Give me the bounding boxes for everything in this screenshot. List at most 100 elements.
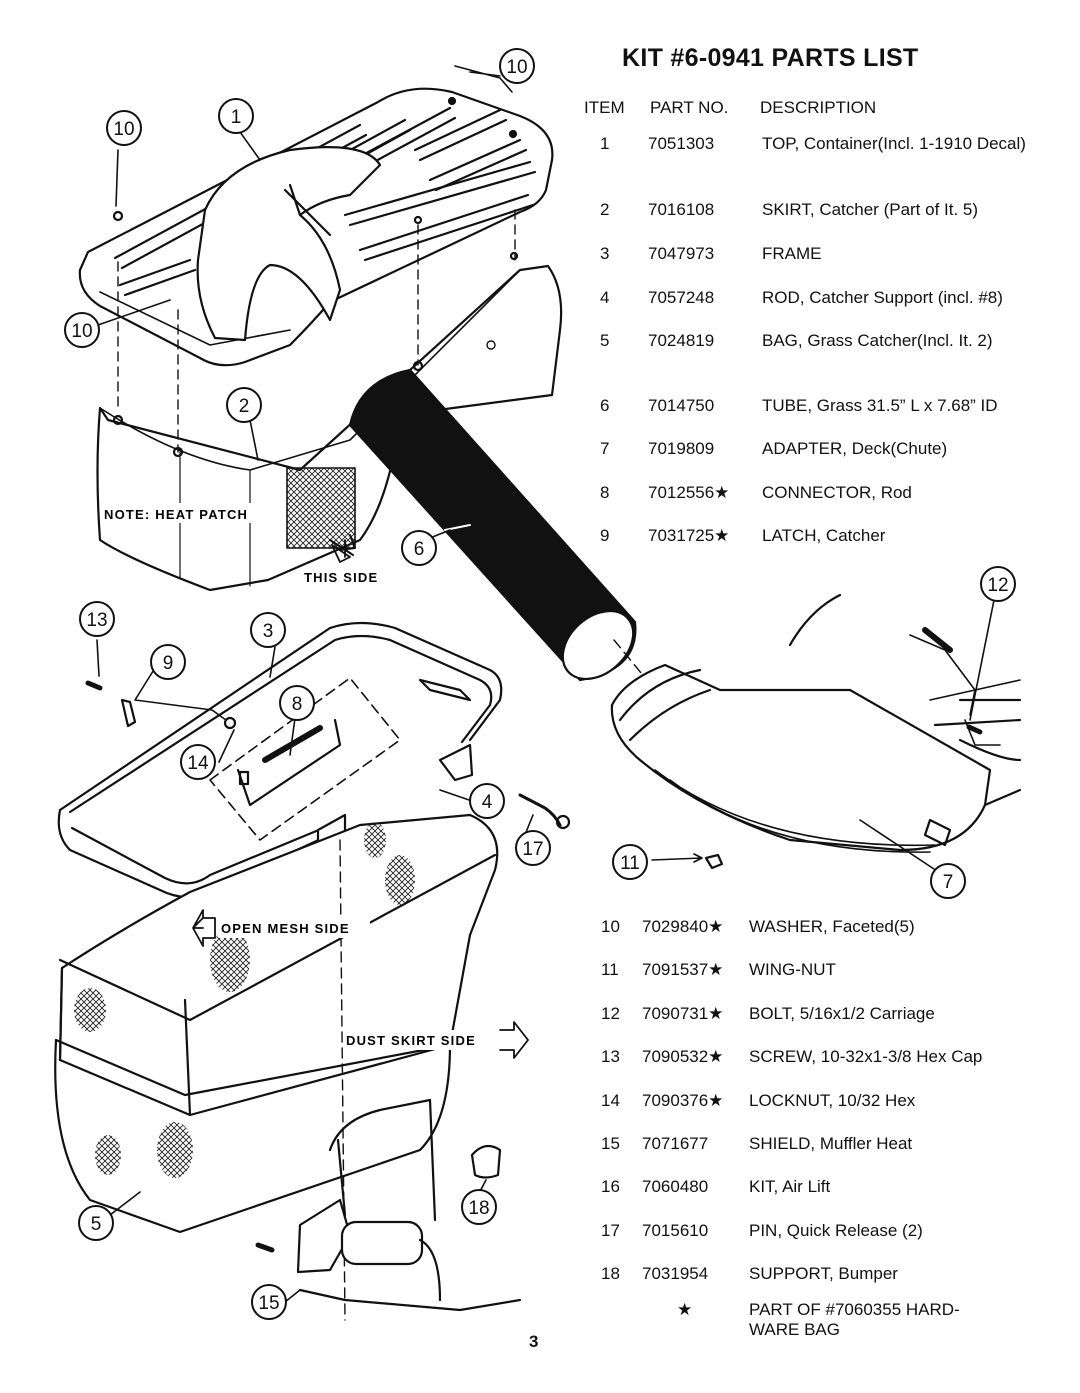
- column-header-description: DESCRIPTION: [760, 98, 877, 117]
- callout-number: 13: [86, 610, 107, 631]
- callout-number: 6: [414, 539, 425, 560]
- part-number: 7071677: [642, 1134, 709, 1153]
- callout-number: 17: [522, 839, 543, 860]
- callout-number: 2: [239, 396, 250, 417]
- callout-18: 18: [461, 1189, 497, 1225]
- item-number: 11: [601, 960, 619, 979]
- part-description: CONNECTOR, Rod: [762, 483, 912, 502]
- part-description: TUBE, Grass 31.5” L x 7.68” ID: [762, 396, 998, 415]
- callout-number: 10: [506, 57, 527, 78]
- callout-number: 4: [482, 792, 493, 813]
- callout-number: 5: [91, 1214, 102, 1235]
- part-number: 7031725★: [648, 526, 730, 545]
- part-number: 7015610: [642, 1221, 709, 1240]
- part-number: 7016108: [648, 200, 715, 219]
- callout-7: 7: [930, 863, 966, 899]
- item-number: 3: [600, 244, 610, 263]
- part-number: 7014750: [648, 396, 715, 415]
- item-number: 18: [601, 1264, 620, 1283]
- part-number: 7091537★: [642, 960, 724, 979]
- part-number: 7012556★: [648, 483, 730, 502]
- item-number: 15: [601, 1134, 620, 1153]
- callout-10: 10: [64, 312, 100, 348]
- part-description: ROD, Catcher Support (incl. #8): [762, 288, 1003, 307]
- part-number: 7090376★: [642, 1091, 724, 1110]
- callout-13: 13: [79, 601, 115, 637]
- footnote-text: PART OF #7060355 HARD-WARE BAG: [749, 1300, 960, 1339]
- callout-8: 8: [279, 685, 315, 721]
- callout-17: 17: [515, 830, 551, 866]
- callout-9: 9: [150, 644, 186, 680]
- part-description: SUPPORT, Bumper: [749, 1264, 898, 1283]
- part-description: WING-NUT: [749, 960, 836, 979]
- part-description: PIN, Quick Release (2): [749, 1221, 923, 1240]
- item-number: 5: [600, 331, 610, 350]
- label-this-side: THIS SIDE: [304, 570, 378, 585]
- label-note-heat-patch: NOTE: HEAT PATCH: [104, 507, 248, 522]
- callout-number: 10: [113, 119, 134, 140]
- callout-number: 3: [263, 621, 274, 642]
- part-number: 7029840★: [642, 917, 724, 936]
- muffler-shield-drawing: [255, 1098, 522, 1312]
- part-description: BOLT, 5/16x1/2 Carriage: [749, 1004, 935, 1023]
- part-number: 7060480: [642, 1177, 709, 1196]
- part-number: 7047973: [648, 244, 715, 263]
- part-description: LATCH, Catcher: [762, 526, 886, 545]
- part-description: SCREW, 10-32x1-3/8 Hex Cap: [749, 1047, 983, 1066]
- callout-number: 8: [292, 694, 303, 715]
- callout-14: 14: [180, 744, 216, 780]
- callout-number: 1: [231, 107, 242, 128]
- item-number: 1: [600, 134, 610, 153]
- part-description: LOCKNUT, 10/32 Hex: [749, 1091, 916, 1110]
- item-number: 12: [601, 1004, 620, 1023]
- part-number: 7019809: [648, 439, 715, 458]
- page-number: 3: [529, 1332, 539, 1351]
- item-number: 13: [601, 1047, 620, 1066]
- callout-11: 11: [612, 844, 648, 880]
- star-symbol: ★: [677, 1300, 693, 1319]
- callout-number: 10: [71, 321, 92, 342]
- hardware-drawing: [85, 680, 983, 870]
- grass-bag-drawing: [54, 813, 499, 1321]
- callout-number: 9: [163, 653, 174, 674]
- column-header-part-no: PART NO.: [650, 98, 729, 117]
- part-number: 7051303: [648, 134, 715, 153]
- item-number: 6: [600, 396, 610, 415]
- callout-number: 12: [987, 575, 1008, 596]
- part-description: FRAME: [762, 244, 822, 263]
- parts-list-title: KIT #6-0941 PARTS LIST: [622, 44, 919, 72]
- item-number: 9: [600, 526, 610, 545]
- column-header-item: ITEM: [584, 98, 625, 117]
- callout-5: 5: [78, 1205, 114, 1241]
- item-number: 17: [601, 1221, 620, 1240]
- item-number: 8: [600, 483, 610, 502]
- label-dust-skirt-side: DUST SKIRT SIDE: [346, 1033, 476, 1048]
- container-top-drawing: [78, 87, 554, 367]
- part-description: ADAPTER, Deck(Chute): [762, 439, 948, 458]
- callout-1: 1: [218, 98, 254, 134]
- part-description: BAG, Grass Catcher(Incl. It. 2): [762, 331, 993, 350]
- part-number: 7057248: [648, 288, 715, 307]
- diagram-labels: NOTE: HEAT PATCH THIS SIDE OPEN MESH SID…: [102, 503, 497, 1050]
- callout-6: 6: [401, 530, 437, 566]
- part-description: SHIELD, Muffler Heat: [749, 1134, 913, 1153]
- callout-12: 12: [980, 566, 1016, 602]
- grass-tube-drawing: [348, 368, 656, 691]
- part-number: 7024819: [648, 331, 715, 350]
- item-number: 14: [601, 1091, 620, 1110]
- callout-10: 10: [106, 110, 142, 146]
- callout-10: 10: [499, 48, 535, 84]
- item-number: 16: [601, 1177, 620, 1196]
- callout-number: 14: [187, 753, 209, 774]
- part-number: 7090532★: [642, 1047, 724, 1066]
- callout-2: 2: [226, 387, 262, 423]
- item-number: 10: [601, 917, 620, 936]
- part-number: 7031954: [642, 1264, 709, 1283]
- part-description: TOP, Container(Incl. 1-1910 Decal): [762, 134, 1026, 153]
- callout-3: 3: [250, 612, 286, 648]
- part-description: WASHER, Faceted(5): [749, 917, 915, 936]
- item-number: 7: [600, 439, 610, 458]
- part-description: SKIRT, Catcher (Part of It. 5): [762, 200, 979, 219]
